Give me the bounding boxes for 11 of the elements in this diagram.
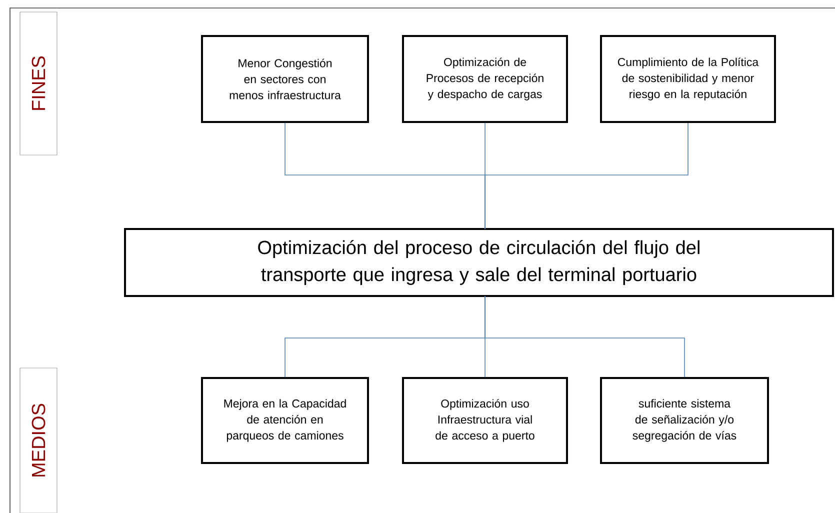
process-box: Mejora en la Capacidad de atención en parqueos de camiones	[201, 377, 369, 464]
section-label: MEDIOS	[20, 368, 58, 513]
process-box: suficiente sistema de señalización y/o segregación de vías	[600, 377, 769, 464]
process-box: Optimización de Procesos de recepción y despacho de cargas	[402, 35, 568, 123]
process-box: Menor Congestión en sectores con menos infraestructura	[201, 35, 369, 123]
process-box: Cumplimiento de la Política de sostenibilidad y menor riesgo en la reputación	[600, 35, 776, 123]
connector-line	[484, 122, 688, 230]
central-box: Optimización del proceso de circulación del flujo del transporte que ingresa y sale del terminal portuario	[124, 228, 834, 297]
connector-line	[484, 296, 685, 378]
section-label: FINES	[20, 12, 58, 156]
process-box: Optimización uso Infraestructura vial de acceso a puerto	[402, 377, 568, 464]
